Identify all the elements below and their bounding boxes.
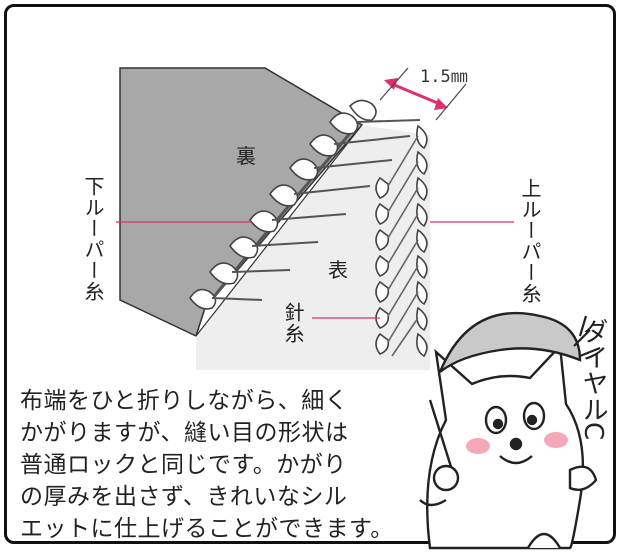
mascot-sparkle-lines [573, 315, 601, 358]
needle-thread-label: 針糸 [281, 302, 305, 344]
needle-stitch-column [375, 176, 390, 355]
lower-looper-label: 下ルーパー糸 [81, 176, 105, 302]
front-label: 表 [328, 258, 348, 282]
dimension-arrow [384, 78, 448, 110]
mascot-vertical-text: ダイヤルC [578, 318, 608, 441]
description-line: 普通ロックと同じです。かがり [20, 452, 347, 478]
description-line: エットに仕上げることができます。 [20, 516, 394, 542]
fabric-front-panel [196, 125, 430, 370]
diagonal-stitch-row [189, 99, 377, 310]
upper-looper-column [416, 124, 428, 358]
width-dimension-label: 1.5㎜ [420, 67, 468, 87]
mascot-cat [419, 311, 598, 550]
back-label: 裏 [236, 144, 256, 168]
description-text: 布端をひと折りしながら、細く かがりますが、縫い目の形状は 普通ロックと同じです… [20, 385, 420, 545]
upper-looper-label: 上ルーパー糸 [518, 178, 542, 304]
description-line: の厚みを出さず、きれいなシル [20, 484, 348, 510]
description-line: 布端をひと折りしながら、細く [20, 388, 349, 414]
hem-cross-stitches [211, 119, 421, 301]
description-line: かがりますが、縫い目の形状は [20, 420, 349, 446]
